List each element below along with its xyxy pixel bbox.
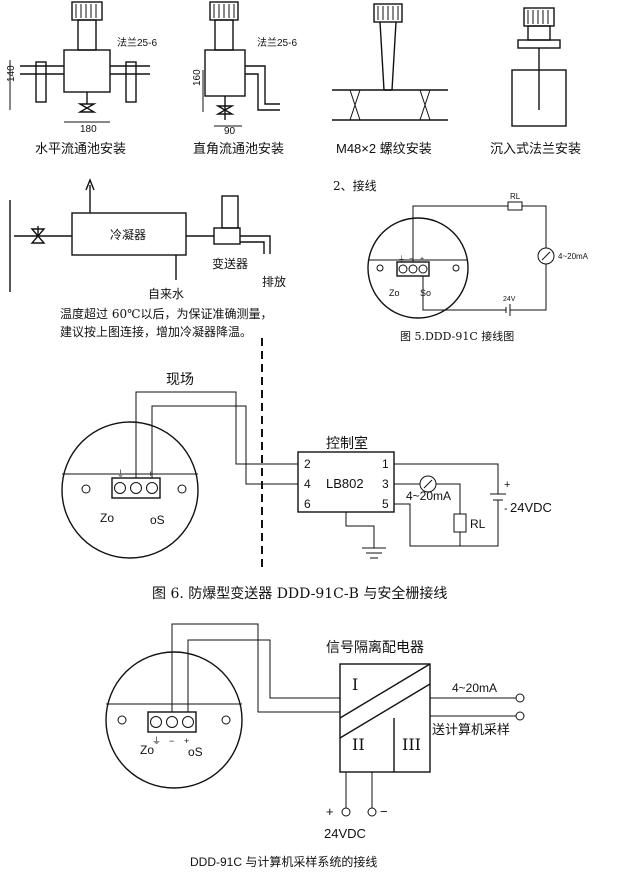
install-right-angle-cell: 法兰25-6 160 90 直角流通池安装 [192, 1, 297, 156]
svg-text:4~20mA: 4~20mA [406, 489, 451, 503]
dim-140: 140 [6, 65, 17, 82]
svg-text:-: - [504, 503, 508, 515]
condenser-diagram: 冷凝器 变送器 排放 自来水 温度超过 60℃以后，为保证准确测量， 建议按上图… [9, 178, 286, 339]
flow-cell [63, 49, 111, 93]
terminal-block [396, 261, 430, 277]
load-resistor [507, 201, 523, 211]
control-room-label: 控制室 [326, 435, 368, 451]
transmitter-face [61, 421, 199, 559]
os-label: oS [150, 513, 165, 527]
note-line-1: 温度超过 60℃以后，为保证准确测量， [60, 306, 273, 321]
supply-label: 24VDC [324, 826, 366, 841]
flange-label: 法兰25-6 [117, 36, 157, 49]
svg-text:II: II [352, 735, 365, 754]
terminal-block [111, 477, 161, 499]
svg-text:4: 4 [304, 477, 311, 491]
transmitter-face [367, 217, 469, 319]
zo-label: Zo [100, 511, 114, 525]
fig7-caption: DDD-91C 与计算机采样系统的接线 [190, 854, 377, 869]
note-line-2: 建议按上图连接，增加冷凝器降温。 [60, 324, 252, 339]
sensor-body [214, 19, 234, 51]
svg-text:4~20mA: 4~20mA [558, 252, 589, 261]
wiring-heading: 2、接线 [333, 178, 377, 193]
svg-text:III: III [402, 735, 421, 754]
svg-text:RL: RL [470, 517, 486, 531]
caption-horizontal: 水平流通池安装 [35, 141, 126, 156]
flange-label: 法兰25-6 [257, 36, 297, 49]
dim-90: 90 [224, 126, 236, 137]
outlet-arrow [85, 178, 95, 191]
caption-right-angle: 直角流通池安装 [193, 141, 284, 156]
computer-label: 送计算机采样 [432, 722, 510, 737]
svg-text:24V: 24V [503, 296, 516, 303]
svg-text:+: + [184, 736, 189, 746]
dim-160: 160 [192, 69, 203, 86]
flange [517, 39, 561, 49]
svg-text:RL: RL [510, 192, 521, 201]
supply-label: 24VDC [510, 500, 552, 515]
os-label: oS [188, 745, 203, 759]
terminal-block [147, 711, 197, 733]
load-resistor [453, 513, 467, 533]
svg-text:+: + [148, 469, 153, 479]
condenser-box [71, 212, 187, 256]
fig7-wiring: 信号隔离配电器 ⏚ − + Zo oS I II III 4~20mA 送计算机… [105, 623, 525, 869]
isolator-label: 信号隔离配电器 [326, 639, 424, 655]
output-label: 4~20mA [452, 681, 497, 695]
install-submerged-cell: 沉入式法兰安装 [490, 7, 581, 156]
svg-text:⏚: ⏚ [152, 736, 161, 746]
drain-label: 排放 [262, 274, 286, 289]
svg-text:+: + [420, 256, 424, 263]
svg-text:+: + [504, 479, 510, 491]
sensor-probe [379, 21, 397, 91]
svg-text:6: 6 [304, 497, 311, 511]
valve-icon [77, 103, 97, 113]
transmitter-label: 变送器 [212, 256, 248, 271]
fig5-wiring: 2、接线 ⏚ − + Zo So RL 4~20mA 24V 图 5.DDD-9… [333, 178, 589, 343]
dim-180: 180 [80, 124, 97, 135]
svg-text:3: 3 [382, 477, 389, 491]
tap-water-label: 自来水 [148, 287, 184, 301]
condenser-label: 冷凝器 [110, 227, 146, 242]
lb802-label: LB802 [326, 476, 364, 491]
install-thread-cell: M48×2 螺纹安装 [332, 3, 448, 156]
valve-icon [215, 105, 235, 115]
sensor-body [77, 19, 97, 51]
svg-text:⏚: ⏚ [116, 469, 125, 479]
so-label: So [420, 288, 431, 298]
svg-text:I: I [352, 675, 358, 694]
svg-text:2: 2 [304, 457, 311, 471]
flow-cell [204, 49, 246, 97]
svg-text:−: − [169, 736, 174, 746]
field-label: 现场 [166, 371, 194, 387]
svg-text:+: + [326, 804, 334, 819]
svg-text:−: − [380, 804, 388, 819]
transmitter-body [221, 195, 239, 229]
sensor-head [373, 3, 403, 23]
valve-icon [30, 228, 46, 244]
install-horizontal-cell: 法兰25-6 140 180 水平流通池安装 [6, 1, 157, 156]
caption-submerged: 沉入式法兰安装 [490, 141, 581, 156]
svg-text:⏚: ⏚ [398, 255, 405, 263]
zo-label: Zo [140, 743, 154, 757]
svg-text:1: 1 [382, 457, 389, 471]
transmitter-face [105, 651, 243, 789]
zo-label: Zo [389, 288, 400, 298]
fig6-caption: 图 6. 防爆型变送器 DDD-91C-B 与安全栅接线 [152, 585, 447, 602]
transmitter-cell [213, 227, 241, 245]
caption-thread: M48×2 螺纹安装 [336, 141, 432, 156]
svg-text:−: − [409, 256, 413, 263]
svg-text:5: 5 [382, 497, 389, 511]
fig6-wiring: 现场 控制室 ⏚ − + Zo oS 2 4 6 1 3 5 LB802 4~2… [61, 371, 552, 602]
fig5-caption: 图 5.DDD-91C 接线图 [400, 329, 514, 343]
